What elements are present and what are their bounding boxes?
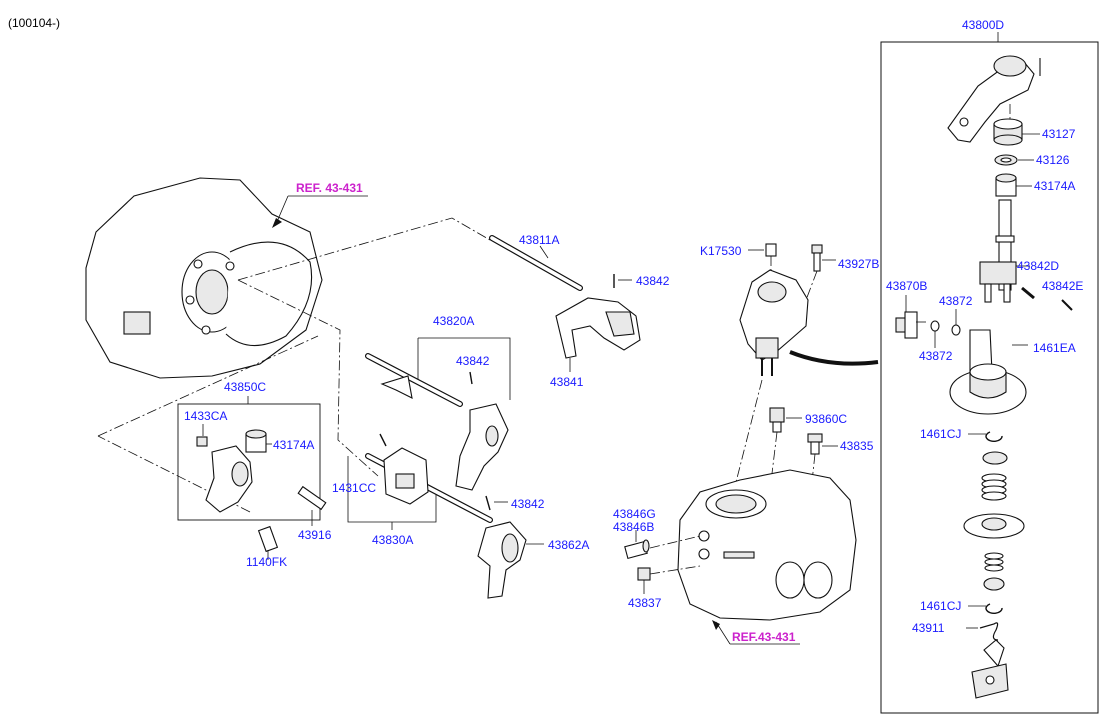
label-43126[interactable]: 43126 xyxy=(1036,153,1070,167)
label-1461CJ-a[interactable]: 1461CJ xyxy=(920,427,961,441)
transmission-case xyxy=(677,469,857,621)
label-43927B[interactable]: 43927B xyxy=(838,257,879,271)
shift-block-43830A xyxy=(383,447,429,505)
label-43127[interactable]: 43127 xyxy=(1042,127,1076,141)
label-1140FK[interactable]: 1140FK xyxy=(246,555,287,569)
shift-lug xyxy=(380,375,413,399)
part-43174A-right xyxy=(995,173,1017,197)
clutch-housing xyxy=(85,177,323,379)
label-43870B[interactable]: 43870B xyxy=(886,279,927,293)
label-43872-b[interactable]: 43872 xyxy=(919,349,953,363)
label-43916[interactable]: 43916 xyxy=(298,528,332,542)
ref-link-bottom[interactable]: REF.43-431 xyxy=(732,630,796,644)
shift-cover xyxy=(949,329,1027,415)
label-43846B[interactable]: 43846B xyxy=(613,520,654,534)
part-43174A-left xyxy=(245,429,267,453)
bolt-1140FK xyxy=(257,525,279,553)
link-curve xyxy=(789,350,879,366)
label-43842-a[interactable]: 43842 xyxy=(636,274,670,288)
label-43820A[interactable]: 43820A xyxy=(433,314,474,328)
part-43911 xyxy=(979,622,999,641)
label-43174A-left[interactable]: 43174A xyxy=(273,438,314,452)
bolt-43916 xyxy=(297,485,327,511)
label-43830A[interactable]: 43830A xyxy=(372,533,413,547)
part-43835 xyxy=(807,433,823,455)
spring-small xyxy=(984,552,1004,572)
label-43862A[interactable]: 43862A xyxy=(548,538,589,552)
shift-shaft xyxy=(979,199,1017,303)
part-93860C xyxy=(769,407,785,433)
label-1431CC[interactable]: 1431CC xyxy=(332,481,376,495)
part-43870B xyxy=(895,311,926,339)
fork-43841 xyxy=(555,297,641,359)
label-43842-b[interactable]: 43842 xyxy=(456,354,490,368)
label-43846G[interactable]: 43846G xyxy=(613,507,656,521)
spring-seat xyxy=(982,451,1008,465)
spring-plate xyxy=(963,513,1025,539)
label-1433CA[interactable]: 1433CA xyxy=(184,409,227,423)
spring-cap xyxy=(983,577,1005,591)
spring-large xyxy=(981,473,1007,501)
part-1433CA xyxy=(196,436,208,447)
lever-bracket-bottom xyxy=(971,639,1009,699)
label-43811A[interactable]: 43811A xyxy=(519,233,559,247)
label-43174A-right[interactable]: 43174A xyxy=(1034,179,1075,193)
label-43835[interactable]: 43835 xyxy=(840,439,874,453)
part-43846 xyxy=(624,539,650,560)
label-1461CJ-b[interactable]: 1461CJ xyxy=(920,599,961,613)
ref-link-top[interactable]: REF. 43-431 xyxy=(296,181,363,195)
control-housing xyxy=(739,269,809,376)
part-43127 xyxy=(993,118,1023,146)
bolt-43927B xyxy=(811,244,823,272)
fork-43820A xyxy=(455,403,509,491)
part-K17530 xyxy=(765,243,777,257)
header-code: (100104-) xyxy=(8,16,60,30)
shift-lever-top xyxy=(947,55,1041,143)
label-43842D[interactable]: 43842D xyxy=(1017,259,1059,273)
label-43842E[interactable]: 43842E xyxy=(1042,279,1083,293)
label-43842-c[interactable]: 43842 xyxy=(511,497,545,511)
label-43850C[interactable]: 43850C xyxy=(224,380,266,394)
group-box-43850C xyxy=(177,403,321,521)
assembly-box-43800D xyxy=(880,41,1099,714)
label-43800D[interactable]: 43800D xyxy=(962,18,1004,32)
label-43872-a[interactable]: 43872 xyxy=(939,294,973,308)
label-43911[interactable]: 43911 xyxy=(912,621,945,635)
label-43837[interactable]: 43837 xyxy=(628,596,662,610)
part-43126 xyxy=(994,154,1018,166)
lever-43850C xyxy=(205,445,253,513)
label-1461EA[interactable]: 1461EA xyxy=(1033,341,1076,355)
label-K17530[interactable]: K17530 xyxy=(700,244,742,258)
label-43841[interactable]: 43841 xyxy=(550,375,584,389)
label-93860C[interactable]: 93860C xyxy=(805,412,847,426)
fork-43862A xyxy=(477,521,527,599)
part-43837 xyxy=(637,567,651,581)
